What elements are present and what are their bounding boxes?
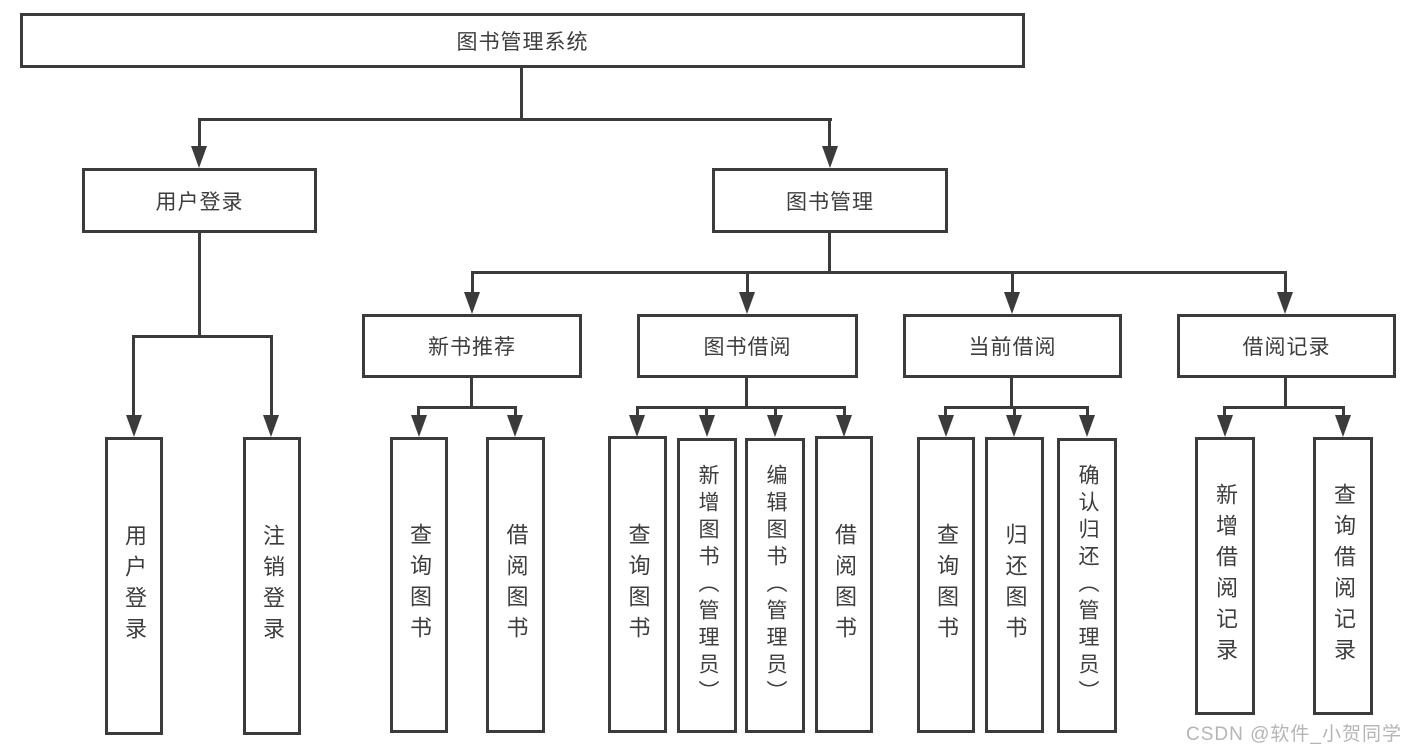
connector-line [636,406,846,409]
connector-line [132,335,273,338]
connector-line [1223,406,1226,416]
node-borrowing-records: 借阅记录 [1177,314,1396,378]
connector-line [471,271,1287,274]
connector-line [705,406,708,416]
node-book-management-label: 图书管理 [786,190,874,214]
leaf-user-login: 用户登录 [105,437,163,735]
arrowhead [699,415,715,437]
node-book-borrowing: 图书借阅 [637,314,858,378]
leaf-add-borrow-record-label: 新增借阅记录 [1213,483,1238,669]
connector-line [417,406,517,409]
connector-line [470,378,473,408]
leaf-borrow-books-2: 借阅图书 [815,436,873,733]
arrowhead [629,415,645,437]
node-borrowing-records-label: 借阅记录 [1242,336,1331,359]
connector-line [843,406,846,416]
leaf-borrow-books-1: 借阅图书 [486,437,545,733]
leaf-borrow-books-2-label: 借阅图书 [832,522,857,647]
leaf-user-login-label: 用户登录 [122,524,147,648]
leaf-add-books-admin: 新增图书（管理员） [677,438,737,733]
leaf-confirm-return-admin: 确认归还（管理员） [1057,438,1117,733]
leaf-edit-books-admin-label: 编辑图书（管理员） [764,464,787,707]
leaf-confirm-return-admin-label: 确认归还（管理员） [1076,464,1099,707]
connector-line [417,406,420,416]
arrowhead [126,415,142,437]
arrowhead [464,292,480,314]
leaf-query-books-3: 查询图书 [917,437,975,733]
connector-line [636,406,639,416]
arrowhead [767,415,783,437]
arrowhead [1217,415,1233,437]
connector-line [745,378,748,408]
watermark: CSDN @软件_小贺同学 [1186,724,1402,745]
node-user-login: 用户登录 [82,168,317,233]
connector-line [774,406,777,416]
connector-line [828,233,831,274]
connector-line [1013,406,1016,416]
arrowhead [1335,415,1351,437]
connector-line [471,271,474,293]
node-book-management: 图书管理 [712,168,948,233]
connector-line [520,68,523,121]
connector-line [1011,271,1014,293]
leaf-query-books-3-label: 查询图书 [934,523,959,647]
arrowhead [1004,292,1020,314]
connector-line [1010,378,1013,408]
connector-line [1284,271,1287,293]
arrowhead [938,415,954,437]
node-root-label: 图书管理系统 [456,30,589,54]
arrowhead [836,415,852,437]
node-user-login-label: 用户登录 [155,190,244,214]
node-current-borrowing: 当前借阅 [903,314,1122,378]
connector-line [1284,378,1287,408]
leaf-query-books-1: 查询图书 [390,437,448,733]
node-new-book-recommend: 新书推荐 [362,314,582,378]
leaf-borrow-books-1-label: 借阅图书 [503,523,529,647]
leaf-return-books: 归还图书 [985,437,1044,733]
connector-line [198,118,832,121]
connector-line [132,335,135,417]
leaf-query-books-1-label: 查询图书 [407,523,432,647]
connector-line [514,406,517,416]
arrowhead [411,415,427,437]
leaf-edit-books-admin: 编辑图书（管理员） [745,438,805,733]
leaf-query-borrow-record: 查询借阅记录 [1313,437,1373,715]
connector-line [944,406,1089,409]
arrowhead [1277,292,1293,314]
leaf-add-books-admin-label: 新增图书（管理员） [696,464,719,707]
connector-line [1086,406,1089,416]
leaf-add-borrow-record: 新增借阅记录 [1195,437,1255,715]
node-book-borrowing-label: 图书借阅 [703,336,792,359]
connector-line [944,406,947,416]
arrowhead [507,415,523,437]
connector-line [1342,406,1345,416]
node-new-book-recommend-label: 新书推荐 [428,336,516,359]
connector-line [746,271,749,293]
connector-line [198,118,201,148]
leaf-query-borrow-record-label: 查询借阅记录 [1331,483,1356,669]
arrowhead [191,146,207,168]
arrowhead [739,292,755,314]
arrowhead [1006,415,1022,437]
arrowhead [1079,415,1095,437]
leaf-logout-label: 注销登录 [260,524,285,648]
arrowhead [263,415,279,437]
connector-line [1223,406,1345,409]
node-current-borrowing-label: 当前借阅 [968,336,1057,359]
arrowhead [822,146,838,168]
node-root: 图书管理系统 [20,13,1025,68]
connector-line [198,233,201,338]
leaf-return-books-label: 归还图书 [1002,523,1028,647]
connector-line [828,118,831,148]
leaf-logout: 注销登录 [243,437,301,735]
leaf-query-books-2-label: 查询图书 [625,522,651,647]
leaf-query-books-2: 查询图书 [608,436,667,733]
connector-line [270,335,273,417]
